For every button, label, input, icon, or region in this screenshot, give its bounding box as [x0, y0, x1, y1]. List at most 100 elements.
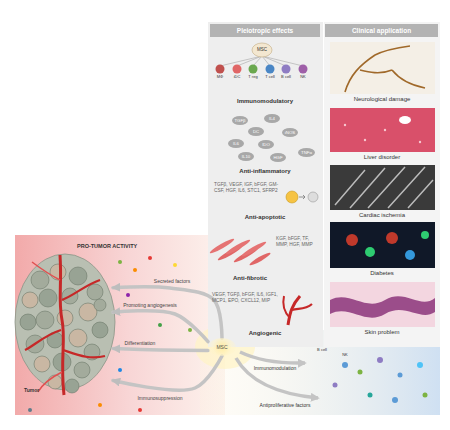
- text-label: Anti-apoptotic: [225, 214, 305, 221]
- text-label: T cell: [262, 75, 278, 80]
- immune-cell: [423, 393, 428, 398]
- secreted-factor: [118, 260, 122, 264]
- node-text: PRO-TUMOR ACTIVITY: [77, 243, 210, 249]
- blood-vessel: [63, 350, 105, 357]
- leader-line: [220, 56, 262, 66]
- secreted-factor: [133, 268, 137, 272]
- text-label: Skin problem: [330, 329, 435, 336]
- clinical-image: [330, 282, 435, 327]
- leader-line: [262, 56, 303, 66]
- text-label: NK: [295, 75, 311, 80]
- vessel-icon: [292, 304, 312, 310]
- panel-column: [208, 22, 323, 347]
- text-label: Immunomodulation: [245, 366, 305, 372]
- text-label: Neurological damage: [330, 96, 435, 103]
- immune-cell: [333, 383, 338, 388]
- secreted-factor: [188, 328, 192, 332]
- node-text: HGF: [273, 155, 282, 160]
- node-text: IDO: [262, 142, 270, 147]
- tumor-cell: [87, 284, 103, 300]
- node-text: DC: [253, 129, 259, 134]
- text-label: B cell: [278, 75, 294, 80]
- leader-line: [253, 56, 262, 66]
- tumor-cell: [34, 356, 50, 372]
- layout-arrow: [236, 358, 318, 398]
- msc-node: MSC: [208, 338, 236, 356]
- clinical-image: [330, 42, 435, 94]
- immune-cell: [358, 370, 363, 375]
- tumor-cell: [31, 271, 49, 289]
- neuron-stain: [345, 46, 425, 92]
- panel-column: [324, 22, 440, 347]
- muscle-fiber: [335, 167, 433, 208]
- node-text: TNFα: [301, 150, 312, 155]
- immune-cell: [233, 65, 242, 74]
- clinical-image: [330, 108, 435, 152]
- cytokine-oval: TNFα: [298, 148, 315, 157]
- text-label: Angiogenic: [225, 330, 305, 337]
- islet-cell: [386, 232, 398, 244]
- secreted-factor: [173, 263, 177, 267]
- immune-cell: [249, 65, 258, 74]
- edge-label: Immunosuppression: [130, 396, 190, 402]
- process-arrow: [113, 356, 222, 390]
- text-label: Liver disorder: [330, 154, 435, 161]
- tumor-cell: [57, 310, 73, 326]
- tumor-cell: [20, 314, 36, 330]
- islet-cell: [405, 250, 415, 260]
- edge-label: Promoting angiogenesis: [115, 303, 185, 309]
- blood-vessel: [32, 262, 60, 280]
- blood-vessel: [38, 372, 62, 392]
- secreted-factor: [138, 408, 142, 412]
- clinical-image: [330, 222, 435, 268]
- fiber: [249, 251, 272, 267]
- process-arrow: [113, 287, 222, 338]
- node-text: MSC: [216, 344, 227, 350]
- tumor-mass: [15, 254, 115, 390]
- islet-cell: [365, 247, 375, 257]
- cytokine-oval: DC: [248, 127, 264, 136]
- immune-cell: [266, 65, 275, 74]
- secreted-factor: [98, 403, 102, 407]
- node-text: iNOS: [285, 130, 295, 135]
- tumor-cell: [39, 289, 57, 307]
- tumor-node: Tumor: [18, 250, 113, 395]
- cell-icon: [286, 191, 298, 203]
- text-label: MSC: [252, 47, 272, 52]
- immune-cell: [377, 357, 383, 363]
- vessel-icon: [283, 296, 290, 318]
- text-label: Antiproliferative factors: [245, 403, 325, 409]
- immune-cell: [216, 65, 225, 74]
- small-arrow: [299, 195, 305, 199]
- blood-vessel: [62, 280, 100, 300]
- tissue-dot: [344, 124, 346, 126]
- text-label: NK: [338, 353, 352, 358]
- node-text: Clinical application: [352, 27, 411, 34]
- secreted-factor: [28, 408, 32, 412]
- tumor-cell: [36, 311, 54, 329]
- tumor-cell: [50, 264, 66, 280]
- immune-cell: [392, 397, 398, 403]
- skin-layer: [330, 296, 435, 317]
- immune-cell: [368, 393, 373, 398]
- tumor-cell: [69, 267, 87, 285]
- secreted-factor: [126, 293, 130, 297]
- process-arrow: [113, 349, 208, 351]
- secreted-factor: [148, 256, 152, 260]
- immune-cell: [398, 373, 403, 378]
- column-header: Pleiotropic effects: [210, 24, 320, 37]
- tumor-cell: [22, 292, 38, 308]
- tissue-dot: [384, 129, 386, 131]
- leader-line: [237, 56, 262, 66]
- cytokine-oval: IL10: [238, 152, 254, 161]
- cytokine-oval: IDO: [258, 140, 274, 149]
- immune-cell: [282, 65, 291, 74]
- node-text: Tumor: [24, 387, 39, 393]
- tumor-cell: [92, 322, 108, 338]
- text-label: MΦ: [212, 75, 228, 80]
- cytokine-oval: HGF: [270, 153, 286, 162]
- tumor-cell: [69, 329, 87, 347]
- text-label: Anti-inflammatory: [225, 168, 305, 175]
- tumor-cell: [65, 379, 79, 393]
- msc-cell: [252, 43, 272, 57]
